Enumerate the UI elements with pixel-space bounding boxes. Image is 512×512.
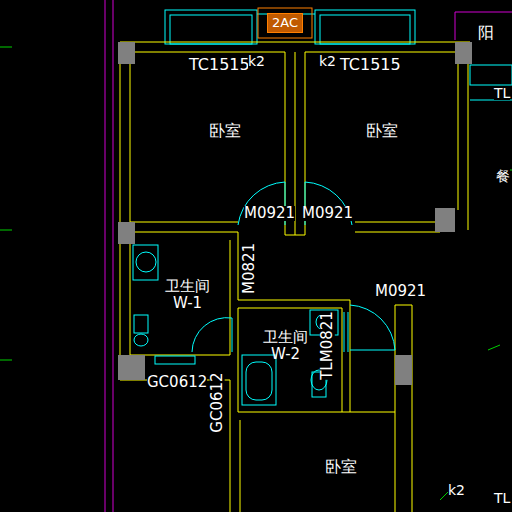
room-label: 卧室 (325, 458, 357, 476)
room-label: 卫生间W-2 (263, 329, 308, 362)
plan-annotation: 阳 (478, 25, 494, 41)
room-label: 卫生间W-1 (165, 278, 210, 311)
room-name: 卫生间 (263, 329, 308, 346)
plan-annotation: 餐 (496, 169, 510, 183)
plan-annotation: GC0612 (210, 372, 225, 432)
room-name: W-1 (173, 295, 202, 312)
plan-annotation: GC0612 (147, 375, 207, 390)
plan-annotation: TC1515 (189, 57, 250, 73)
room-label: 卧室 (209, 122, 241, 140)
plan-annotation: M0921 (375, 284, 426, 299)
plan-annotation: k2 (248, 54, 265, 68)
plan-annotation: M0921 (244, 206, 295, 221)
plan-annotation: TL (494, 491, 510, 505)
room-name: 2AC (272, 16, 298, 30)
plan-annotation: TL (494, 86, 510, 100)
room-name: 卫生间 (165, 278, 210, 295)
plan-annotation: M0921 (302, 206, 353, 221)
room-name: W-2 (271, 346, 300, 363)
plan-annotation: k2 (448, 483, 465, 497)
plan-annotation: TLM0821 (320, 311, 335, 380)
room-name: 卧室 (209, 122, 241, 140)
plan-annotation: TC1515 (340, 57, 401, 73)
room-name: 卧室 (325, 458, 357, 476)
plan-annotation: M0821 (242, 243, 257, 294)
room-name: 卧室 (366, 122, 398, 140)
plan-annotation: k2 (319, 54, 336, 68)
ac-box: 2AC (267, 13, 303, 33)
room-label: 卧室 (366, 122, 398, 140)
